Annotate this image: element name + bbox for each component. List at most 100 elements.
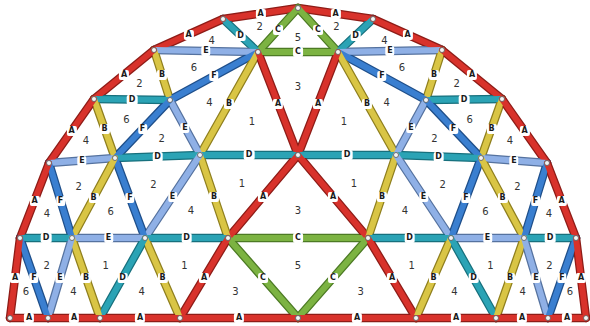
hub (8, 316, 13, 321)
strut-outline (10, 314, 48, 323)
strut-outline (548, 238, 576, 318)
strut-letter: A (24, 313, 34, 323)
strut-outline (576, 238, 586, 318)
strut (72, 238, 100, 318)
strut (481, 158, 524, 238)
face-number: 6 (123, 114, 129, 125)
hub (226, 236, 231, 241)
strut-outline (72, 158, 115, 238)
strut-letter: B (99, 124, 109, 134)
strut-letter: B (157, 70, 167, 80)
face-number: 2 (150, 178, 156, 189)
face-number: 4 (208, 35, 214, 46)
strut-letter: C (328, 273, 338, 283)
strut-shadows (10, 8, 586, 318)
face-number: 1 (408, 259, 414, 270)
strut-outline (48, 314, 100, 323)
strut-letter: E (385, 46, 394, 56)
strut (496, 238, 524, 318)
strut-letter: D (41, 233, 52, 243)
hub (414, 316, 419, 321)
strut (338, 52, 396, 155)
face-number: 1 (239, 177, 245, 188)
strut (368, 238, 416, 318)
strut-letter: B (486, 124, 496, 134)
strut-letter: A (29, 196, 39, 206)
hub (296, 153, 301, 158)
face-number: 6 (482, 206, 488, 217)
strut-letter: B (428, 273, 438, 283)
strut-outline (258, 52, 298, 155)
strut (154, 50, 170, 100)
strut (200, 52, 258, 155)
strut-letter: B (157, 273, 167, 283)
strut-outline (154, 19, 223, 50)
strut-outline (228, 234, 368, 243)
face-number: 2 (453, 78, 459, 89)
face-number: 2 (546, 259, 552, 270)
strut-letter: A (451, 313, 461, 323)
strut-outline (170, 100, 200, 155)
strut-outline (442, 50, 502, 99)
strut-letter: D (433, 152, 444, 162)
strut (298, 238, 368, 318)
hub (545, 161, 550, 166)
strut-letter: A (183, 30, 193, 40)
strut-outline (524, 234, 576, 243)
strut (442, 50, 502, 99)
strut (368, 155, 396, 238)
strut-letter: F (56, 196, 65, 206)
face-number: 2 (333, 21, 339, 32)
strut (258, 52, 298, 155)
face-number: 4 (519, 286, 525, 297)
face-number: 6 (399, 62, 405, 73)
face-number: 6 (466, 114, 472, 125)
strut-outline (396, 155, 451, 238)
strut-letter: C (258, 273, 268, 283)
strut-letter: A (330, 9, 340, 19)
strut-letter: B (88, 193, 98, 203)
hub (221, 17, 226, 22)
strut-outline (72, 238, 100, 318)
strut-outline (258, 48, 338, 57)
face-number: 3 (232, 286, 238, 297)
strut (72, 158, 115, 238)
strut-outline (548, 314, 586, 323)
strut-letter: A (556, 196, 566, 206)
strut-letter: A (387, 273, 397, 283)
hub (256, 50, 261, 55)
hub (198, 153, 203, 158)
hub (394, 153, 399, 158)
strut-outline (426, 50, 442, 100)
strut (576, 238, 586, 318)
strut-letter: A (517, 313, 527, 323)
strut (547, 163, 576, 238)
strut (373, 19, 442, 50)
strut-letter: D (117, 273, 128, 283)
strut (502, 99, 547, 163)
strut (228, 238, 298, 318)
strut-letter: A (234, 313, 244, 323)
strut-letter: D (244, 150, 255, 160)
strut (426, 50, 442, 100)
strut-letter: A (352, 313, 362, 323)
face-number: 2 (136, 78, 142, 89)
hub (546, 316, 551, 321)
strut-outline (298, 314, 416, 323)
hub (336, 50, 341, 55)
hub (70, 236, 75, 241)
strut-letter: A (273, 99, 283, 109)
strut-letter: F (125, 193, 134, 203)
face-number: 3 (357, 286, 363, 297)
strut-letter: E (104, 233, 113, 243)
strut (100, 238, 145, 318)
strut-outline (496, 238, 524, 318)
strut-outline (180, 238, 228, 318)
hub (296, 316, 301, 321)
strut (298, 155, 368, 238)
strut-letter: F (531, 196, 540, 206)
strut (154, 19, 223, 50)
face-number: 5 (295, 259, 301, 270)
strut-outline (338, 19, 373, 52)
